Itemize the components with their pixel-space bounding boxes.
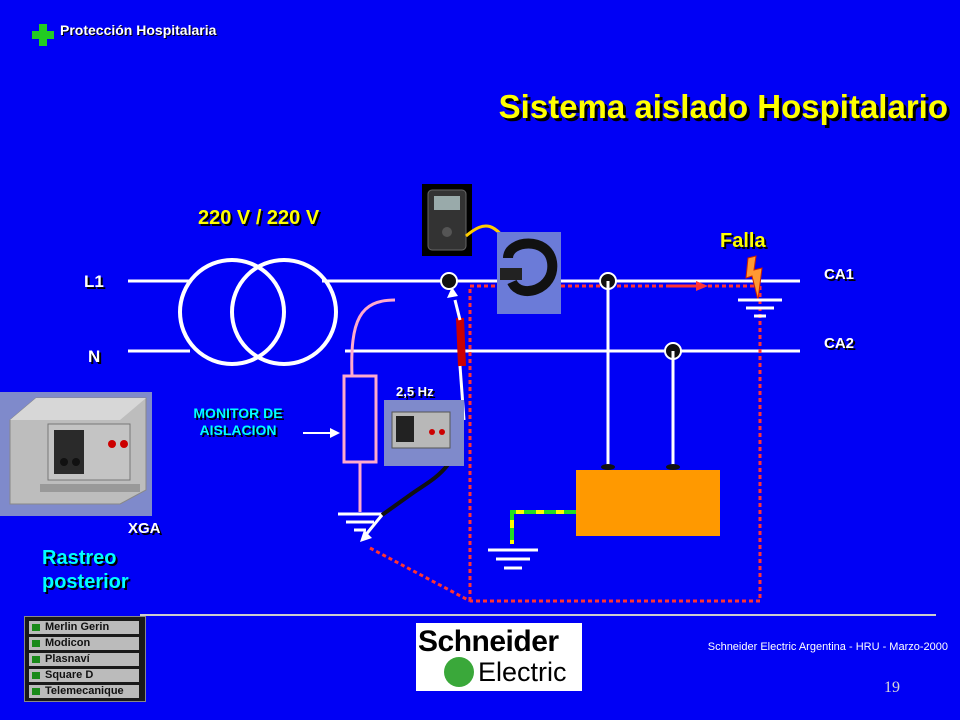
monitor-impedance: [342, 374, 378, 464]
schneider-emblem-icon: [444, 657, 474, 687]
earth-wire: [510, 510, 576, 544]
transformer-primary-coil: [178, 258, 286, 366]
logo-line2: Electric: [478, 657, 567, 687]
brand-telemecanique: Telemecanique: [29, 685, 139, 698]
xga-device-image: [0, 392, 152, 516]
monitor-label-line2: AISLACION: [199, 422, 277, 438]
brand-modicon: Modicon: [29, 637, 139, 650]
handheld-meter-image: [422, 184, 514, 256]
ca2-label: CA2: [824, 335, 855, 352]
load-ground-icon: [488, 548, 538, 570]
monitor-label-line1: MONITOR DE: [193, 405, 283, 421]
tracking-label-line2: posterior: [42, 571, 129, 593]
footer-divider: [140, 614, 936, 616]
l1-label: L1: [84, 272, 104, 291]
tracking-label: Rastreo posterior: [42, 546, 129, 594]
monitor-device-image: [384, 400, 464, 466]
fault-ground-icon: [738, 298, 782, 318]
page-title: Sistema aislado Hospitalario: [498, 88, 948, 125]
brand-merlin-gerin: Merlin Gerin: [29, 621, 139, 634]
page-number: 19: [884, 679, 900, 696]
transformer-secondary-coil: [230, 258, 338, 366]
n-label: N: [88, 347, 101, 366]
schneider-logo: Schneider Electric: [416, 623, 582, 691]
logo-line1: Schneider: [418, 625, 559, 658]
monitor-connection-wire: [350, 298, 396, 377]
ca1-label: CA1: [824, 266, 855, 283]
brand-square-d: Square D: [29, 669, 139, 682]
green-cross-icon: [32, 24, 54, 46]
brand-list: Merlin Gerin Modicon Plasnaví Square D T…: [24, 616, 146, 702]
electrical-load: [576, 470, 720, 536]
red-probe: [456, 317, 466, 367]
monitor-label: MONITOR DE AISLACION: [168, 405, 308, 439]
header-brand: Protección Hospitalaria: [60, 22, 217, 38]
footer-credit: Schneider Electric Argentina - HRU - Mar…: [707, 641, 948, 653]
voltage-label: 220 V / 220 V: [198, 207, 320, 229]
fault-lightning-icon: [745, 255, 763, 301]
brand-plasnavi: Plasnaví: [29, 653, 139, 666]
junction-l1: [440, 272, 458, 290]
frequency-label: 2,5 Hz: [396, 384, 434, 399]
clamp-probe-image: [497, 232, 561, 314]
fault-current-path: [369, 284, 762, 603]
tracking-label-line1: Rastreo: [42, 547, 117, 569]
fault-label: Falla: [720, 230, 766, 252]
xga-label: XGA: [128, 520, 161, 537]
fault-direction-arrow: [696, 281, 708, 291]
